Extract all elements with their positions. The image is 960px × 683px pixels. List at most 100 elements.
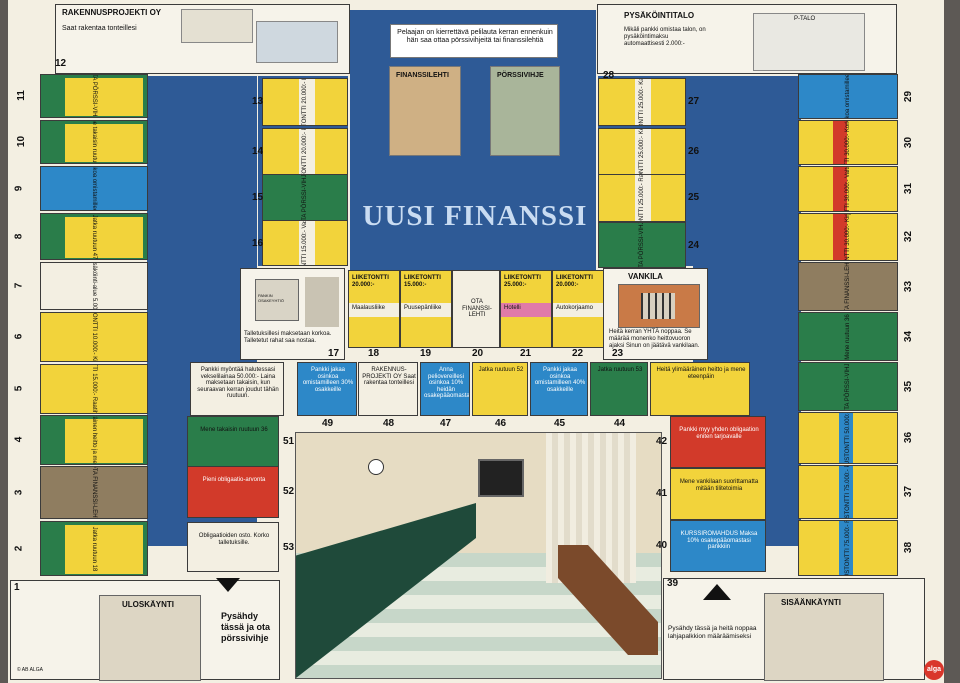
square-22-label: Autokorjaamo [556, 305, 594, 311]
square-38-stripe [839, 521, 853, 575]
square-5-panel [65, 368, 143, 412]
square-50[interactable]: Pankki myöntää halutessasi vekselilainaa… [190, 362, 284, 416]
square-29-number: 29 [903, 90, 915, 102]
square-10-label: Mene takaisin ruutuun 1 [91, 120, 97, 164]
square-24[interactable]: OTA PÖRSSI-VIHJE [598, 222, 686, 268]
square-19[interactable]: LIIKETONTTI 15.000:-Puusepänliike [400, 270, 452, 348]
corner-vankila[interactable]: VANKILA Heitä kerran YHTÄ noppaa. Se mää… [603, 268, 708, 360]
square-38[interactable]: TEOLLISUUSTONTTI 75.000:- Rautatehdas [798, 520, 898, 576]
square-24-label: OTA PÖRSSI-VIHJE [639, 222, 645, 268]
deck-finanssilehti[interactable]: FINANSSILEHTI [389, 66, 461, 156]
square-4[interactable]: Heitä ylimääräinen heitto ja mene eteenp… [40, 415, 148, 465]
square-11-label: OTA PÖRSSI-VIHJE [91, 74, 97, 118]
square-22-street [553, 303, 603, 317]
deck-porssivihje[interactable]: PÖRSSIVIHJE [490, 66, 560, 156]
blueprint-illustration [181, 9, 253, 43]
square-25-label: TALONTONTTI 25.000:- Rautatiekatu [639, 175, 645, 221]
square-7-number: 7 [13, 282, 25, 289]
square-26[interactable]: TALONTONTTI 25.000:- Keskuskatu [598, 128, 686, 176]
square-46[interactable]: Jatka ruutuun 52 [472, 362, 528, 416]
square-34-label: Mene ruutuun 36 [845, 313, 851, 360]
square-41[interactable]: Mene vankilaan suorittamatta mitään tili… [670, 468, 766, 520]
square-44[interactable]: Jatka ruutuun 53 [590, 362, 648, 416]
square-21-title: LIIKETONTTI 25.000:- [504, 275, 541, 288]
square-2[interactable]: Jatka ruutuun 18 [40, 521, 148, 576]
square-18-number: 18 [368, 348, 380, 359]
square-47[interactable]: Anna peliovereillesi osinkoa 10% heidän … [420, 362, 470, 416]
square-15[interactable]: OTA PÖRSSI-VIHJE [262, 174, 348, 222]
square-27[interactable]: TALONTONTTI 25.000:- Kauppakatu [598, 78, 686, 126]
instruction-text: Pelaajan on kierrettävä pelilauta kerran… [397, 29, 553, 45]
square-32-stripe [833, 214, 847, 260]
corner-uloskaynti[interactable]: ULOSKÄYNTI Pysähdy tässä ja ota pörssivi… [10, 580, 280, 681]
square-34[interactable]: Mene ruutuun 36 [798, 312, 898, 361]
rakennus-text: Saat rakentaa tonteillesi [62, 25, 137, 32]
square-10[interactable]: Mene takaisin ruutuun 1 [40, 120, 148, 164]
square-6-number: 6 [13, 333, 25, 340]
uloskaynti-text: Pysähdy tässä ja ota pörssivihje [221, 611, 271, 643]
square-18[interactable]: LIIKETONTTI 20.000:- Maalausliike [348, 270, 400, 348]
square-9-panel [65, 170, 143, 209]
square-52[interactable]: Pieni obligaatio-arvonta [187, 466, 279, 518]
square-44-number: 44 [614, 418, 626, 429]
square-33-label: OTA FINANSSI-LEHTI [845, 262, 851, 311]
square-14[interactable]: TALONTONTTI 20.000:- Puistotie [262, 128, 348, 176]
square-8[interactable]: Jatka ruutuun 47 [40, 213, 148, 260]
square-18-title: LIIKETONTTI 20.000:- [352, 275, 389, 288]
square-32[interactable]: LIIKETONTTI 30.000:- Kirjakauppa [798, 213, 898, 261]
square-9[interactable]: Pankki jakaa osinkoa omistamilleen 40% o… [40, 166, 148, 211]
square-45[interactable]: Pankki jakaa osinkoa omistamilleen 40% o… [530, 362, 588, 416]
square-7[interactable]: Pysäköinti-alue 5.000:- [40, 262, 148, 310]
square-36[interactable]: TEOLLISUUSTONTTI 50.000:- Sahalaitos [798, 412, 898, 464]
square-16[interactable]: LIIKETONTTI 15.000:- Vasemmalle [262, 220, 348, 266]
square-35[interactable]: OTA PÖRSSI-VIHJE [798, 362, 898, 411]
corner-talletus[interactable]: PANKIN OSAKEYHTIÖ Talletuksillesi makset… [240, 268, 345, 360]
square-21[interactable]: LIIKETONTTI 25.000:-Hotelli [500, 270, 552, 348]
square-31[interactable]: TALONTONTTI 30.000:- Valtakunnankatu [798, 166, 898, 212]
square-18-label: Maalausliike [352, 305, 386, 311]
square-3[interactable]: OTA FINANSSI-LEHTI [40, 466, 148, 519]
square-5-number: 5 [13, 385, 25, 392]
instruction-box: Pelaajan on kierrettävä pelilauta kerran… [390, 24, 558, 58]
square-21-street [501, 303, 551, 317]
square-33[interactable]: OTA FINANSSI-LEHTI [798, 262, 898, 311]
square-22[interactable]: LIIKETONTTI 20.000:- Autokorjaamo [552, 270, 604, 348]
square-2-panel [65, 525, 143, 574]
corner-pysakointitalo[interactable]: PYSÄKÖINTITALO Mikäli pankki omistaa tal… [597, 4, 897, 74]
square-35-label: OTA PÖRSSI-VIHJE [845, 362, 851, 411]
square-13[interactable]: TALONTONTTI 20.000:- Rantatie [262, 78, 348, 126]
square-25[interactable]: TALONTONTTI 25.000:- Rautatiekatu [598, 174, 686, 222]
square-37[interactable]: TEOLLISUUSTONTTI 75.000:- Paperitehdas [798, 465, 898, 519]
square-3-panel [65, 470, 143, 517]
square-6[interactable]: TALONTONTTI 10.000:- Kirkkokatu [40, 312, 148, 362]
square-11[interactable]: OTA PÖRSSI-VIHJE [40, 74, 148, 118]
corner-rakennusprojekti[interactable]: RAKENNUSPROJEKTI OY Saat rakentaa tontei… [55, 4, 350, 74]
prison-bars-icon [641, 293, 675, 319]
square-9-label: Pankki jakaa osinkoa omistamilleen 40% o… [91, 167, 97, 210]
square-32-label: LIIKETONTTI 30.000:- Kirjakauppa [845, 213, 851, 261]
square-41-number: 41 [656, 488, 668, 499]
square-26-label: TALONTONTTI 25.000:- Keskuskatu [639, 129, 645, 175]
square-6-label: TALONTONTTI 10.000:- Kirkkokatu [91, 312, 97, 362]
square-40[interactable]: KURSSIROMAHDUS Maksa 10% osakepääomastas… [670, 520, 766, 572]
square-43[interactable]: Heitä ylimääräinen heitto ja mene eteenp… [650, 362, 750, 416]
square-22-title: LIIKETONTTI 20.000:- [556, 275, 593, 288]
copyright: © AB ALGA [17, 667, 43, 673]
square-29[interactable]: Pankki jakaa osinkoa omistamilleen 30% o… [798, 74, 898, 119]
square-50-label: Pankki myöntää halutessasi vekselilainaa… [197, 367, 279, 400]
square-19-number: 19 [420, 348, 432, 359]
square-16-label: LIIKETONTTI 15.000:- Vasemmalle [302, 221, 308, 265]
square-48[interactable]: RAKENNUS-PROJEKTI OY Saat rakentaa tonte… [358, 362, 418, 416]
square-42[interactable]: Pankki myy yhden obligaation eniten tarj… [670, 416, 766, 468]
square-19-street [401, 303, 451, 317]
square-51[interactable]: Mene takaisin ruutuun 36 [187, 416, 279, 468]
square-41-label: Mene vankilaan suorittamatta mitään tili… [679, 479, 759, 492]
square-15-label: OTA PÖRSSI-VIHJE [302, 174, 308, 222]
square-53[interactable]: Obligaatioiden osto. Korko talletuksille… [187, 522, 279, 572]
square-49[interactable]: Pankki jakaa osinkoa omistamilleen 30% o… [297, 362, 357, 416]
square-30[interactable]: TALONTONTTI 30.000:- Korkeakoulukatu [798, 120, 898, 165]
square-20[interactable]: OTA FINANSSI-LEHTI [452, 270, 500, 348]
square-5[interactable]: TALONTONTTI 15.000:- Raatihuoneen-katu [40, 364, 148, 414]
sisaankaynti-sign: SISÄÄNKÄYNTI [781, 598, 842, 607]
square-2-label: Jatka ruutuun 18 [91, 526, 97, 571]
